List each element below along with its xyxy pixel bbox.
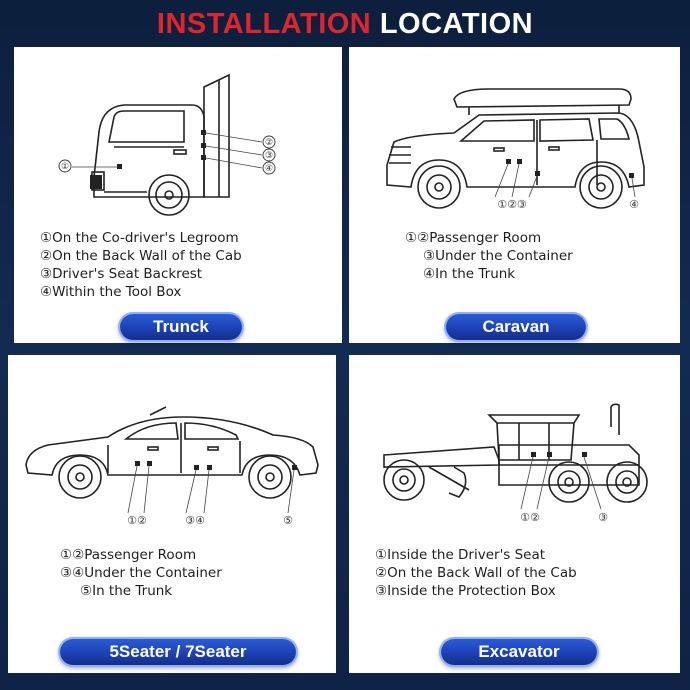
excavator-line-1: ①Inside the Driver's Seat <box>375 547 546 563</box>
label-5seater-7seater: 5Seater / 7Seater <box>60 639 296 665</box>
excavator-line-3: ③Inside the Protection Box <box>375 583 556 599</box>
caravan-marker-4: ④ <box>629 198 639 211</box>
truck-line-3: ③Driver's Seat Backrest <box>40 266 203 282</box>
truck-illustration: ① ② ③ ④ <box>58 73 276 216</box>
truck-marker-2: ② <box>265 138 273 148</box>
excavator-line-2: ②On the Back Wall of the Cab <box>375 565 577 581</box>
sedan-line-2: ③④Under the Container <box>60 565 222 581</box>
panel-caravan: ①②③ ④ ①②Passenger Room ③Under the Contai… <box>349 47 680 343</box>
label-excavator: Excavator <box>441 639 597 665</box>
truck-marker-3: ③ <box>265 151 273 161</box>
sedan-marker-5: ⑤ <box>283 514 293 527</box>
sedan-marker-12: ①② <box>127 514 147 527</box>
sedan-description: ①②Passenger Room ③④Under the Container ⑤… <box>60 546 222 600</box>
title-white: LOCATION <box>379 8 534 40</box>
panel-excavator: ①② ③ ①Inside the Driver's Seat ②On the B… <box>349 355 680 673</box>
sedan-marker-34: ③④ <box>185 514 205 527</box>
caravan-line-3: ④In the Trunk <box>423 266 516 282</box>
label-caravan: Caravan <box>446 314 586 340</box>
grader-marker-3: ③ <box>598 511 608 524</box>
truck-line-4: ④Within the Tool Box <box>40 284 182 300</box>
caravan-line-1: ①②Passenger Room <box>405 230 542 246</box>
panel-sedan: ①② ③④ ⑤ ①②Passenger Room ③④Under the Con… <box>8 355 336 673</box>
caravan-description: ①②Passenger Room ③Under the Container ④I… <box>405 229 573 283</box>
truck-marker-1: ① <box>61 162 69 172</box>
truck-marker-4: ④ <box>265 164 273 174</box>
truck-line-1: ①On the Co-driver's Legroom <box>40 230 239 246</box>
excavator-description: ①Inside the Driver's Seat ②On the Back W… <box>375 546 577 600</box>
panel-truck: ① ② ③ ④ ①On the Co-driver's Legroom ②On … <box>14 47 342 343</box>
label-trunck: Trunck <box>120 314 242 340</box>
grader-marker-12: ①② <box>520 511 540 524</box>
sedan-line-3: ⑤In the Trunk <box>80 583 173 599</box>
grader-illustration: ①② ③ <box>383 403 648 524</box>
truck-line-2: ②On the Back Wall of the Cab <box>40 248 242 264</box>
truck-description: ①On the Co-driver's Legroom ②On the Back… <box>40 229 242 301</box>
sedan-line-1: ①②Passenger Room <box>60 547 197 563</box>
page-title: INSTALLATION LOCATION <box>0 4 690 44</box>
caravan-marker-123: ①②③ <box>497 198 527 211</box>
sedan-illustration: ①② ③④ ⑤ <box>25 406 319 527</box>
caravan-illustration: ①②③ ④ <box>386 88 645 211</box>
caravan-line-2: ③Under the Container <box>423 248 573 264</box>
title-red: INSTALLATION <box>156 8 372 40</box>
